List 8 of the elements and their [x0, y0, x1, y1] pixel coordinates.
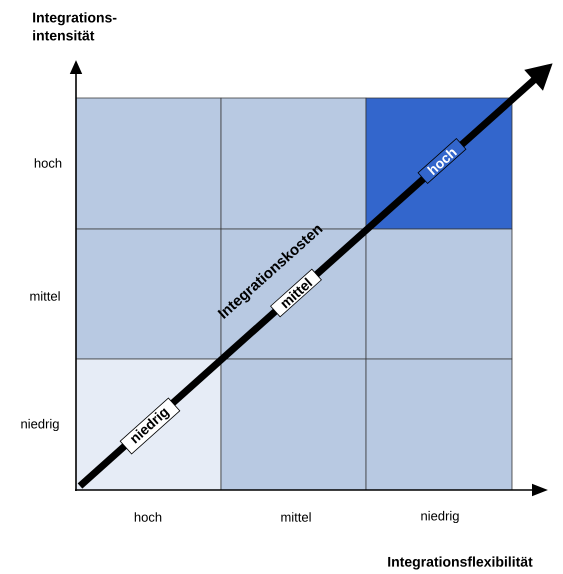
tick-label: niedrig [421, 510, 459, 524]
tick-label: hoch [34, 158, 62, 168]
tick-label: hoch [134, 512, 162, 522]
axis-title: Integrations- intensität [33, 12, 116, 40]
tick-label: mittel [30, 291, 60, 301]
tick-label: niedrig [21, 418, 59, 432]
axis-title: Integrationsflexibilität [388, 556, 533, 570]
tick-label: mittel [281, 512, 311, 522]
